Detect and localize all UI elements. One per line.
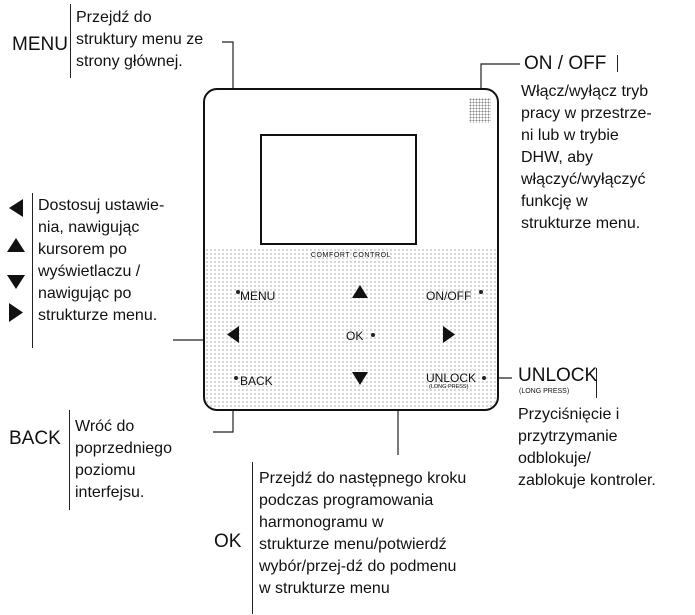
- onoff-desc-line: włączyć/wyłączyć: [521, 171, 646, 188]
- menu-dot: [236, 290, 240, 294]
- arrows-description: Dostosuj ustawie- nia, nawigując kursore…: [38, 195, 164, 327]
- onoff-desc-line: Włącz/wyłącz tryb: [521, 83, 649, 100]
- left-arrow-icon: [9, 199, 23, 217]
- unlock-dot: [482, 376, 486, 380]
- onoff-divider: [617, 55, 618, 72]
- unlock-button-sublabel: (LONG PRESS): [429, 384, 469, 390]
- unlock-desc-line: zablokuje kontroler.: [518, 472, 656, 489]
- back-desc-line: Wróć do: [75, 418, 135, 435]
- onoff-dot: [479, 290, 483, 294]
- up-key: [352, 285, 368, 298]
- unlock-button[interactable]: UNLOCK: [426, 371, 477, 385]
- menu-button[interactable]: MENU: [240, 289, 276, 303]
- back-divider: [69, 410, 70, 510]
- left-key: [227, 326, 239, 343]
- arrow-icons: [7, 199, 25, 322]
- down-arrow-icon: [7, 275, 25, 289]
- back-desc-line: interfejsu.: [75, 484, 145, 501]
- arrows-divider: [32, 193, 33, 348]
- unlock-desc-line: odblokuje/: [518, 450, 591, 467]
- back-description: Wróć do poprzedniego poziomu interfejsu.: [75, 416, 172, 504]
- back-desc-line: poziomu: [75, 462, 136, 479]
- arrows-desc-line: nawigując po: [38, 285, 132, 302]
- onoff-button[interactable]: ON/OFF: [426, 289, 472, 303]
- menu-description: Przejdź do struktury menu ze strony głów…: [76, 7, 203, 73]
- onoff-description: Włącz/wyłącz tryb pracy w przestrze- ni …: [521, 81, 652, 235]
- keypad-texture: [205, 248, 497, 409]
- onoff-desc-line: pracy w przestrze-: [521, 105, 652, 122]
- back-dot: [234, 376, 238, 380]
- keypad-arrows: [227, 285, 455, 385]
- ok-desc-line: Przejdź do następnego kroku: [259, 470, 467, 487]
- right-arrow-icon: [9, 303, 23, 322]
- unlock-desc-line: Przyciśnięcie i: [518, 406, 620, 423]
- unlock-subtitle: (LONG PRESS): [519, 388, 570, 395]
- arrows-desc-line: strukturze menu.: [38, 307, 158, 324]
- brand-label: COMFORT CONTROL: [310, 252, 392, 259]
- arrows-desc-line: Dostosuj ustawie-: [38, 197, 165, 214]
- arrows-desc-line: wyświetlaczu /: [38, 263, 141, 280]
- onoff-desc-line: funkcję w: [521, 193, 588, 210]
- onoff-title: ON / OFF: [524, 53, 607, 74]
- sensor-grille: [469, 98, 491, 123]
- down-key: [352, 372, 368, 385]
- controller-device: COMFORT CONTROL MENU ON/OFF OK BACK UNLO…: [203, 88, 499, 411]
- ok-title: OK: [214, 531, 242, 552]
- back-button[interactable]: BACK: [240, 374, 273, 388]
- ok-desc-line: podczas programowania: [259, 492, 434, 509]
- ok-dot: [371, 333, 375, 337]
- onoff-desc-line: ni lub w trybie: [521, 127, 619, 144]
- arrows-desc-line: nia, nawigując: [38, 219, 140, 236]
- right-key: [443, 326, 455, 343]
- back-desc-line: poprzedniego: [75, 440, 172, 457]
- ok-description: Przejdź do następnego kroku podczas prog…: [259, 468, 466, 600]
- arrows-desc-line: kursorem po: [38, 241, 127, 258]
- ok-divider: [252, 462, 253, 614]
- onoff-desc-line: strukturze menu.: [521, 215, 641, 232]
- unlock-title: UNLOCK: [518, 365, 598, 386]
- menu-desc-line: struktury menu ze: [76, 31, 204, 48]
- ok-desc-line: strukturze menu/potwierdź: [259, 536, 447, 553]
- up-arrow-icon: [7, 238, 25, 252]
- ok-desc-line: w strukturze menu: [259, 580, 390, 597]
- unlock-description: Przyciśnięcie i przytrzymanie odblokuje/…: [518, 404, 656, 492]
- onoff-desc-line: DHW, aby: [521, 149, 594, 166]
- unlock-divider: [596, 368, 597, 398]
- menu-title: MENU: [12, 34, 68, 55]
- ok-desc-line: harmonogramu w: [259, 514, 384, 531]
- ok-button[interactable]: OK: [346, 329, 364, 343]
- menu-desc-line: Przejdź do: [76, 9, 152, 26]
- back-title: BACK: [9, 428, 61, 449]
- lcd-screen: [260, 134, 417, 245]
- menu-divider: [70, 4, 71, 78]
- unlock-desc-line: przytrzymanie: [518, 428, 618, 445]
- ok-desc-line: wybór/przej-dź do podmenu: [259, 558, 457, 575]
- menu-desc-line: strony głównej.: [76, 53, 183, 70]
